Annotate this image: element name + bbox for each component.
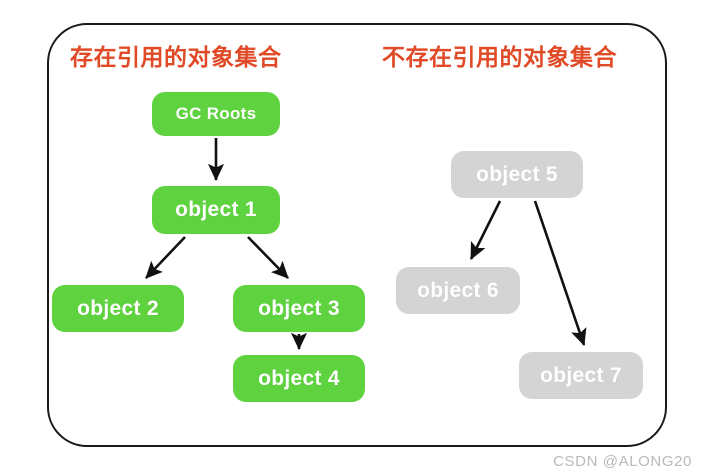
- node-object-4-label: object 4: [258, 366, 340, 390]
- section-heading-reachable: 存在引用的对象集合: [70, 45, 282, 71]
- node-gc-roots[interactable]: GC Roots: [152, 92, 280, 136]
- node-object-4[interactable]: object 4: [233, 355, 365, 402]
- diagram-frame: [47, 23, 667, 447]
- node-object-2-label: object 2: [77, 296, 159, 320]
- node-object-5[interactable]: object 5: [451, 151, 583, 198]
- node-object-7[interactable]: object 7: [519, 352, 643, 399]
- node-object-2[interactable]: object 2: [52, 285, 184, 332]
- node-object-6-label: object 6: [417, 278, 499, 302]
- node-object-6[interactable]: object 6: [396, 267, 520, 314]
- node-object-1-label: object 1: [175, 198, 257, 221]
- node-object-5-label: object 5: [476, 162, 558, 186]
- section-heading-unreachable: 不存在引用的对象集合: [382, 45, 617, 71]
- watermark: CSDN @ALONG20: [553, 453, 692, 470]
- node-object-3-label: object 3: [258, 296, 340, 320]
- node-gc-roots-label: GC Roots: [175, 104, 257, 123]
- node-object-3[interactable]: object 3: [233, 285, 365, 332]
- node-object-1[interactable]: object 1: [152, 186, 280, 234]
- node-object-7-label: object 7: [540, 363, 622, 387]
